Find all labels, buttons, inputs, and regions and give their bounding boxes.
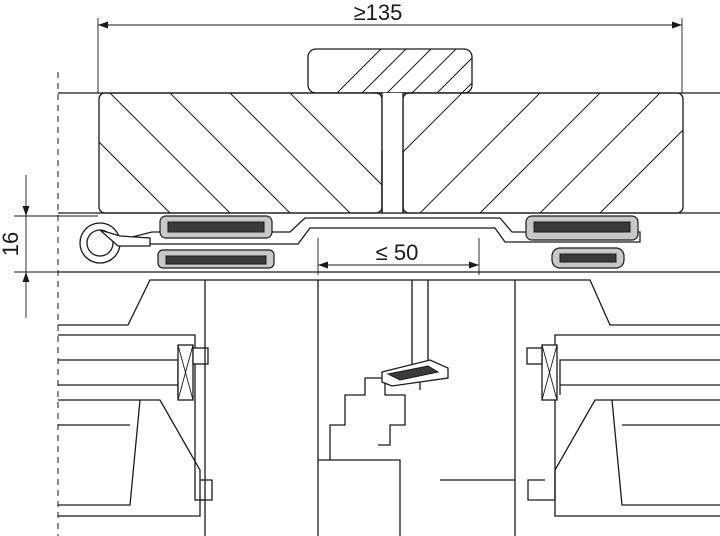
- right-fixing-clamp: [525, 215, 639, 269]
- overall-width-label: ≥135: [354, 0, 403, 25]
- top-panel-right: [402, 92, 684, 214]
- dimension-overall-width: ≥135: [97, 0, 683, 93]
- center-t-profile: [372, 92, 413, 214]
- dimension-opening-width: ≤ 50: [317, 238, 480, 275]
- top-panel-left: [98, 92, 383, 214]
- lower-frame-left: [58, 279, 720, 517]
- lower-frame-right: [526, 334, 720, 517]
- dimension-thickness: 16: [0, 175, 156, 318]
- opening-width-label: ≤ 50: [376, 240, 419, 265]
- thickness-label: 16: [0, 232, 23, 256]
- lower-center-frame: [204, 280, 516, 536]
- left-fixing-clamp: [157, 215, 275, 269]
